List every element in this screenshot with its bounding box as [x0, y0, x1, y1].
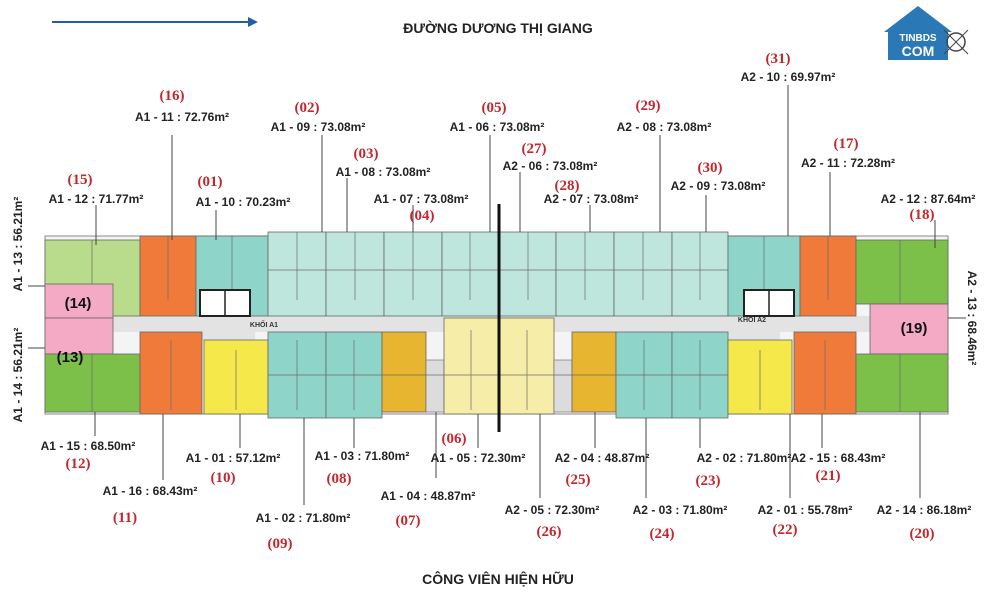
top-row-units [44, 231, 949, 317]
side-units [44, 283, 949, 355]
unit-label: A1 - 06 : 73.08m² [450, 120, 545, 134]
unit-label: A1 - 08 : 73.08m² [336, 165, 431, 179]
unit-number: (30) [698, 160, 723, 176]
unit-number: (21) [816, 468, 841, 484]
unit-label: A2 - 03 : 71.80m² [633, 503, 728, 517]
unit-number: (04) [410, 208, 435, 224]
road-name-bottom: CÔNG VIÊN HIỆN HỮU [422, 570, 574, 587]
unit-label: A2 - 04 : 48.87m² [555, 451, 650, 465]
unit-label: A1 - 07 : 73.08m² [374, 192, 469, 206]
unit-number: (23) [696, 473, 721, 489]
side-unit-label-a1-14: A1 - 14 : 56.21m² [11, 328, 25, 423]
unit-a2-13-area [869, 303, 949, 355]
unit-label: A1 - 01 : 57.12m² [186, 451, 281, 465]
unit-number: (20) [910, 526, 935, 542]
unit-label: A1 - 05 : 72.30m² [431, 451, 526, 465]
side-unit-number-19: (19) [901, 320, 928, 337]
logo-text-top: TINBDS [899, 33, 937, 44]
unit-label: A2 - 09 : 73.08m² [671, 179, 766, 193]
unit-a1-13-area [44, 283, 114, 319]
unit-label: A2 - 11 : 72.28m² [801, 156, 895, 170]
unit-number: (17) [834, 136, 859, 152]
leader-lines [28, 85, 966, 505]
unit-number: (31) [766, 51, 791, 67]
unit-number: (11) [113, 510, 137, 526]
block-label-a2: KHỐI A2 [738, 314, 766, 324]
unit-number: (24) [650, 526, 675, 542]
unit-number: (15) [68, 172, 93, 188]
unit-number: (05) [482, 100, 507, 116]
unit-number: (10) [211, 470, 236, 486]
stair-a1 [425, 359, 445, 413]
unit-number: (26) [537, 524, 562, 540]
unit-number: (08) [327, 471, 352, 487]
side-unit-label-a2-13: A2 - 13 : 68.46m² [965, 271, 979, 366]
logo-text-bottom: COM [902, 43, 935, 59]
unit-number: (29) [636, 98, 661, 114]
side-unit-number-14: (14) [65, 295, 92, 312]
north-arrow [52, 17, 258, 27]
unit-label: A2 - 02 : 71.80m² [697, 451, 792, 465]
unit-label: A1 - 10 : 70.23m² [196, 195, 291, 209]
unit-number: (07) [396, 513, 421, 529]
unit-label: A1 - 09 : 73.08m² [271, 120, 366, 134]
side-unit-label-a1-13: A1 - 13 : 56.21m² [11, 197, 25, 292]
unit-number: (06) [442, 431, 467, 447]
elevator-cores [199, 289, 795, 317]
bottom-row-units [44, 317, 949, 419]
unit-label: A2 - 06 : 73.08m² [503, 159, 598, 173]
unit-labels: (16) A1 - 11 : 72.76m² (15) A1 - 12 : 71… [41, 51, 976, 552]
road-name-top: ĐƯỜNG DƯƠNG THỊ GIANG [403, 19, 593, 36]
unit-label: A1 - 12 : 71.77m² [49, 192, 144, 206]
unit-number: (28) [555, 178, 580, 194]
block-label-a1: KHỐI A1 [250, 319, 278, 329]
unit-a1-14-area [44, 317, 114, 355]
unit-a1-04-area [381, 331, 427, 413]
stair-a2 [553, 359, 573, 413]
unit-label: A1 - 04 : 48.87m² [381, 489, 476, 503]
unit-label: A2 - 12 : 87.64m² [881, 192, 976, 206]
unit-number: (09) [268, 536, 293, 552]
unit-label: A2 - 08 : 73.08m² [617, 120, 712, 134]
unit-number: (01) [198, 174, 223, 190]
unit-label: A2 - 01 : 55.78m² [758, 503, 853, 517]
unit-number: (27) [522, 141, 547, 157]
unit-label: A1 - 02 : 71.80m² [256, 511, 351, 525]
side-unit-number-13: (13) [57, 349, 84, 366]
unit-number: (18) [910, 207, 935, 223]
unit-label: A2 - 14 : 86.18m² [877, 503, 972, 517]
unit-label: A2 - 05 : 72.30m² [505, 503, 600, 517]
unit-number: (02) [295, 100, 320, 116]
unit-number: (16) [160, 88, 185, 104]
unit-label: A2 - 15 : 68.43m² [791, 451, 886, 465]
unit-label: A1 - 15 : 68.50m² [41, 439, 136, 453]
unit-a1-15-area [44, 353, 141, 413]
unit-number: (03) [354, 146, 379, 162]
unit-number: (25) [566, 472, 591, 488]
unit-a2-04-area [571, 331, 617, 413]
unit-number: (12) [66, 456, 91, 472]
unit-label: A2 - 07 : 73.08m² [544, 192, 639, 206]
unit-label: A1 - 16 : 68.43m² [103, 484, 198, 498]
unit-a2-14-area [855, 353, 949, 413]
unit-number: (22) [773, 522, 798, 538]
brand-logo: TINBDS COM [884, 6, 969, 60]
unit-a2-12-area [855, 239, 949, 305]
unit-label: A1 - 03 : 71.80m² [315, 449, 410, 463]
unit-label: A1 - 11 : 72.76m² [135, 110, 229, 124]
unit-label: A2 - 10 : 69.97m² [741, 70, 836, 84]
